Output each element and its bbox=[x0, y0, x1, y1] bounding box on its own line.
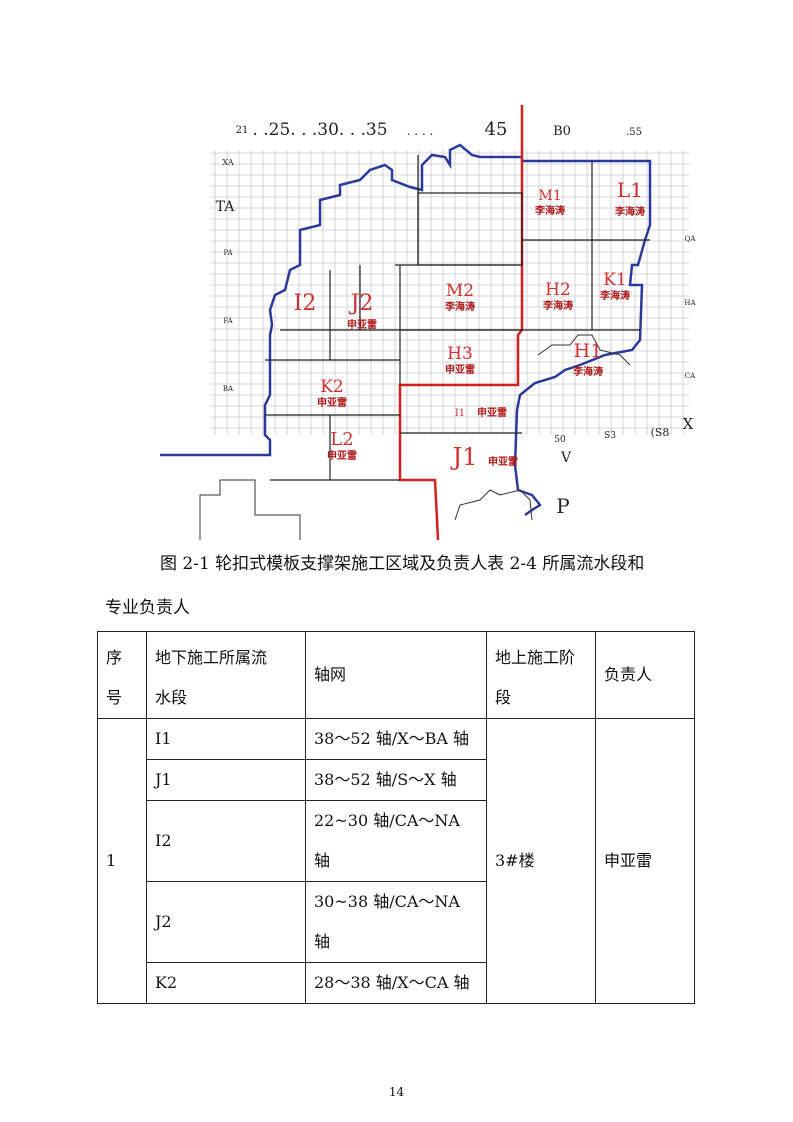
zone-person-label: 李海涛 bbox=[599, 289, 630, 302]
top-axis-tick: . .25. . .30. . .35 bbox=[252, 120, 387, 140]
zone-id-label: J1 bbox=[450, 443, 478, 471]
cell-axis: 28～38 轴/X～CA 轴 bbox=[305, 962, 487, 1004]
top-axis-tick: B0 bbox=[553, 124, 571, 139]
zone-person-label: 李海涛 bbox=[542, 299, 573, 312]
zone-id-label: K1 bbox=[603, 270, 627, 290]
cell-axis: 38～52 轴/S～X 轴 bbox=[305, 759, 487, 801]
top-axis-tick: 21 bbox=[236, 125, 249, 136]
side-axis-tick: BA bbox=[223, 385, 234, 393]
table-header-row: 序 号 地下施工所属流 水段 轴网 地上施工阶 段 负责人 bbox=[97, 631, 695, 719]
table-row: K2 28～38 轴/X～CA 轴 bbox=[98, 962, 695, 1004]
zone-id-label: M2 bbox=[446, 281, 474, 301]
zone-id-label: L1 bbox=[617, 178, 643, 202]
zone-id-label: I1 bbox=[455, 408, 465, 419]
zone-id-label: H3 bbox=[447, 344, 473, 364]
side-axis-tick: 50 bbox=[554, 435, 566, 445]
zone-person-label: 申亚雷 bbox=[347, 318, 377, 331]
page-number: 14 bbox=[388, 1085, 405, 1099]
zone-id-label: J2 bbox=[349, 291, 374, 316]
cell-owner: 申亚雷 bbox=[595, 718, 695, 1004]
side-axis-tick: QA bbox=[685, 235, 697, 243]
zone-id-label: H1 bbox=[574, 340, 603, 362]
side-axis-tick: HA bbox=[684, 299, 696, 307]
zone-person-label: 申亚雷 bbox=[317, 396, 347, 409]
cell-segment: I1 bbox=[146, 718, 306, 760]
cell-segment: K2 bbox=[146, 962, 306, 1004]
cell-axis: 38～52 轴/X～BA 轴 bbox=[305, 718, 487, 760]
zone-id-label: I2 bbox=[294, 291, 317, 316]
cell-segment: J1 bbox=[146, 759, 306, 801]
header-stage: 地上施工阶 段 bbox=[486, 631, 596, 719]
cell-segment: I2 bbox=[146, 800, 306, 882]
zone-person-label: 申亚雷 bbox=[477, 406, 507, 419]
axis-grid bbox=[210, 150, 690, 435]
zone-person-label: 申亚雷 bbox=[488, 455, 518, 468]
building-outlines bbox=[199, 334, 631, 540]
side-axis-tick: X bbox=[683, 415, 694, 433]
header-segment: 地下施工所属流 水段 bbox=[146, 631, 306, 719]
table-row: I2 22~30 轴/CA～NA 轴 bbox=[98, 800, 695, 882]
zone-id-label: L2 bbox=[330, 429, 353, 450]
zone-person-label: 李海涛 bbox=[572, 365, 603, 378]
side-axis-tick: S3 bbox=[604, 431, 616, 441]
figure-caption-continuation: 专业负责人 bbox=[105, 598, 190, 618]
side-axis-tick: CA bbox=[685, 372, 696, 380]
zone-id-label: K2 bbox=[320, 377, 344, 397]
zone-id-label: M1 bbox=[538, 188, 561, 204]
zone-person-label: 申亚雷 bbox=[327, 449, 357, 462]
side-axis-tick: TA bbox=[216, 199, 236, 215]
zone-id-label: H2 bbox=[545, 280, 571, 300]
side-axis-tick: V bbox=[560, 450, 572, 466]
side-axis-tick: (S8 bbox=[651, 426, 670, 439]
table-row: J1 38～52 轴/S～X 轴 bbox=[98, 759, 695, 801]
zone-person-label: 李海涛 bbox=[534, 204, 565, 217]
segment-responsibility-table: 序 号 地下施工所属流 水段 轴网 地上施工阶 段 负责人 1 I1 38～52… bbox=[97, 631, 695, 1004]
cell-segment: J2 bbox=[146, 881, 306, 963]
cell-seq: 1 bbox=[97, 718, 147, 1004]
side-axis-tick: XA bbox=[222, 158, 233, 167]
figure-caption: 图 2-1 轮扣式模板支撑架施工区域及负责人表 2-4 所属流水段和 bbox=[160, 554, 645, 574]
zone-person-label: 李海涛 bbox=[444, 300, 475, 313]
zone-person-label: 申亚雷 bbox=[445, 363, 475, 376]
top-axis-tick: . . . . bbox=[407, 124, 434, 138]
cell-axis: 30~38 轴/CA～NA 轴 bbox=[305, 881, 487, 963]
table-row: J2 30~38 轴/CA～NA 轴 bbox=[98, 881, 695, 963]
side-axis-tick: P bbox=[556, 494, 569, 518]
top-axis-tick: 45 bbox=[485, 119, 508, 140]
header-seq: 序 号 bbox=[97, 631, 147, 719]
zone-person-label: 李海涛 bbox=[614, 205, 645, 218]
cell-stage: 3#楼 bbox=[486, 718, 596, 1004]
table-row: 1 I1 38～52 轴/X～BA 轴 3#楼 申亚雷 bbox=[97, 718, 695, 1004]
top-axis-tick: .55 bbox=[626, 127, 642, 138]
cell-axis: 22~30 轴/CA～NA 轴 bbox=[305, 800, 487, 882]
side-axis-tick: FA bbox=[223, 317, 233, 325]
site-boundary bbox=[160, 143, 652, 517]
header-owner: 负责人 bbox=[595, 631, 695, 719]
zone-separator-line bbox=[398, 105, 524, 540]
header-axis: 轴网 bbox=[305, 631, 487, 719]
side-axis-tick: PA bbox=[223, 249, 233, 257]
zone-borders bbox=[265, 155, 650, 481]
